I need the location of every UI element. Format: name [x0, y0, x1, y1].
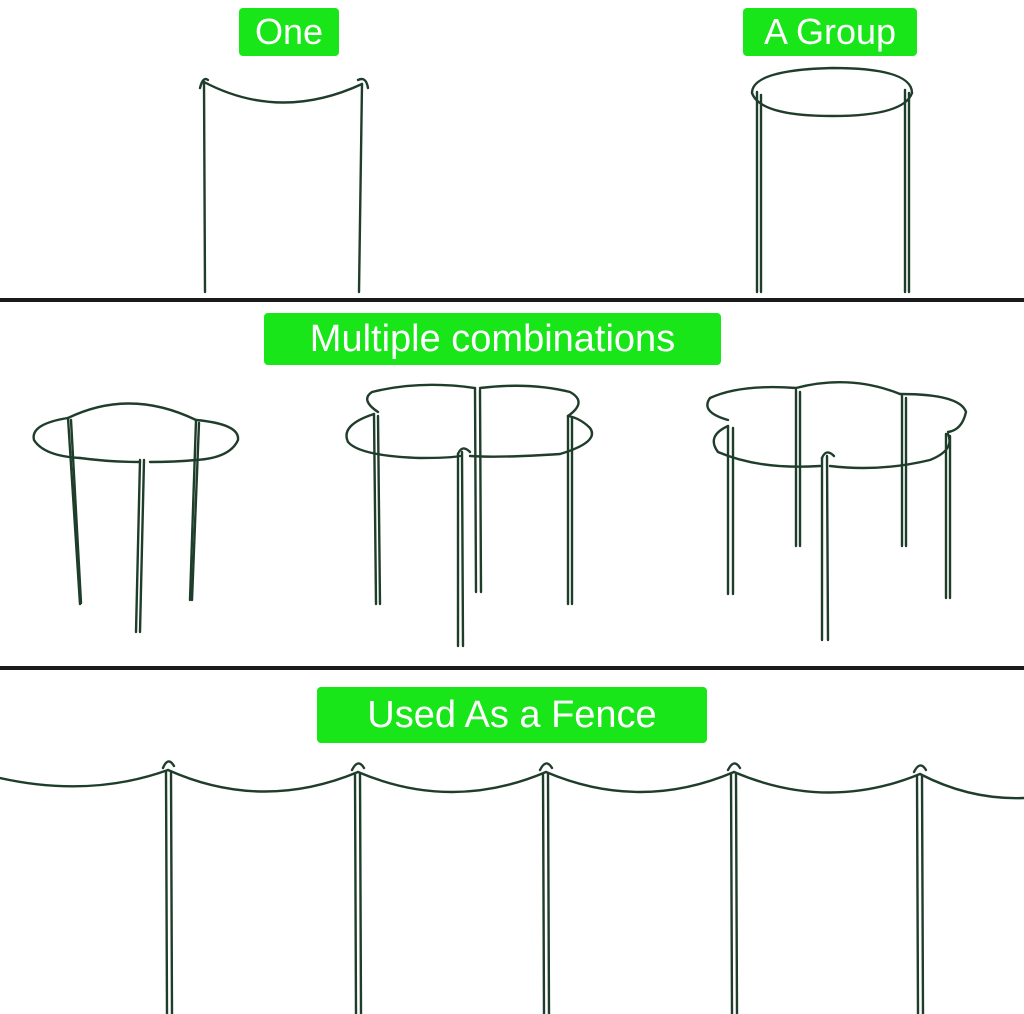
fence-illustration [0, 760, 1024, 1014]
label-one: One [239, 8, 339, 56]
section-divider-top [0, 298, 1024, 302]
label-multiple-combinations: Multiple combinations [264, 313, 721, 365]
combination-four-illustration [345, 383, 594, 648]
label-used-as-fence: Used As a Fence [317, 687, 707, 743]
combination-five-illustration [706, 381, 968, 642]
section-divider-bottom [0, 666, 1024, 670]
label-a-group: A Group [743, 8, 917, 56]
group-support-illustration [750, 66, 914, 294]
combination-three-illustration [32, 402, 240, 634]
single-support-illustration [198, 77, 370, 294]
